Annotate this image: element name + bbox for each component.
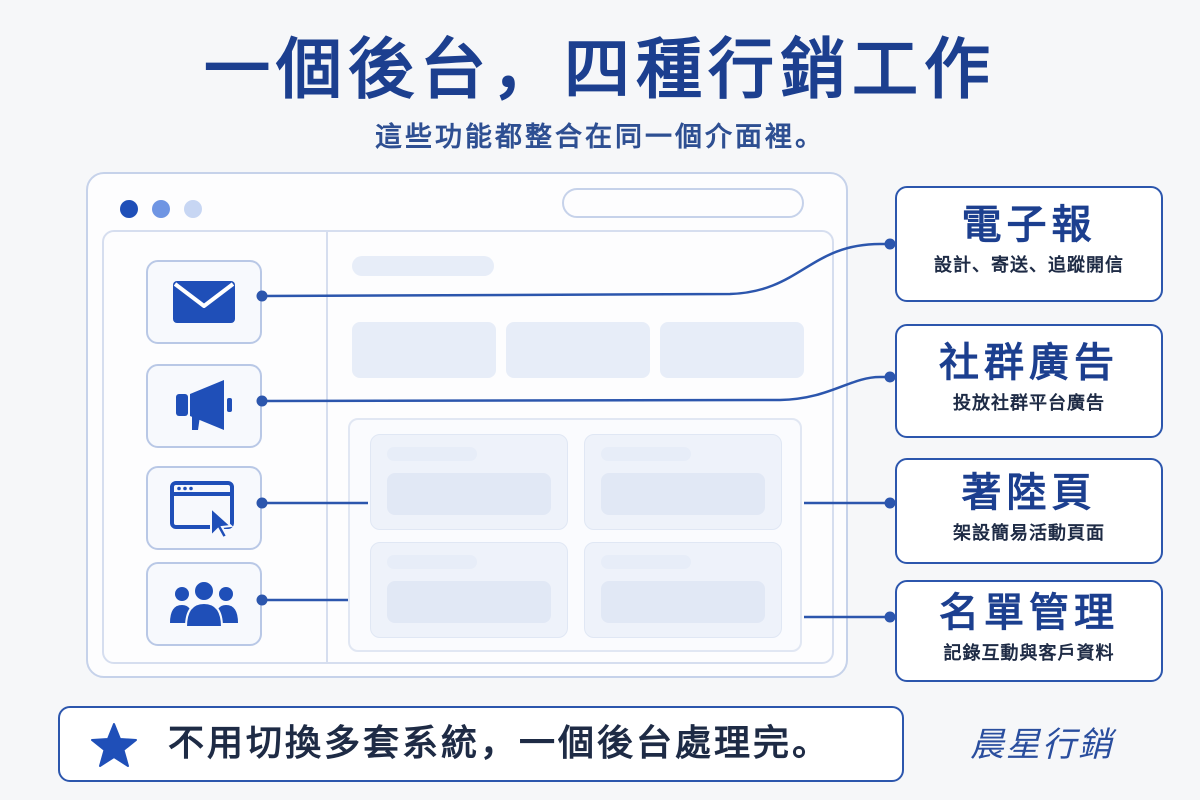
tagline-banner: 不用切換多套系統，一個後台處理完。	[58, 706, 904, 782]
feature-callout-landing-page: 著陸頁 架設簡易活動頁面	[895, 458, 1163, 564]
placeholder-stat-card	[352, 322, 496, 378]
sidebar-tile-contacts	[146, 562, 262, 646]
feature-title: 名單管理	[939, 590, 1119, 636]
placeholder-stat-card	[660, 322, 804, 378]
sidebar-tile-landing-page	[146, 466, 262, 550]
envelope-icon	[173, 281, 235, 323]
page-title: 一個後台，四種行銷工作	[204, 31, 996, 108]
feature-callout-social-ads: 社群廣告 投放社群平台廣告	[895, 324, 1163, 438]
feature-title: 社群廣告	[939, 340, 1119, 386]
feature-title: 電子報	[961, 202, 1097, 248]
sidebar-tile-social-ads	[146, 364, 262, 448]
feature-desc: 架設簡易活動頁面	[953, 523, 1105, 544]
feature-title: 著陸頁	[961, 470, 1097, 516]
window-dot-red	[120, 200, 138, 218]
page-subtitle: 這些功能都整合在同一個介面裡。	[375, 122, 825, 153]
feature-callout-contacts: 名單管理 記錄互動與客戶資料	[895, 580, 1163, 682]
users-icon	[170, 580, 238, 628]
connector-dot	[884, 497, 896, 509]
placeholder-content-area	[348, 418, 802, 652]
star-icon	[91, 723, 137, 767]
placeholder-card	[370, 434, 568, 530]
placeholder-card	[584, 542, 782, 638]
sidebar-tile-newsletter	[146, 260, 262, 344]
brand-signature: 晨星行銷	[970, 725, 1114, 765]
placeholder-stat-card	[506, 322, 650, 378]
placeholder-card	[370, 542, 568, 638]
placeholder-card	[584, 434, 782, 530]
sidebar-divider	[326, 232, 328, 662]
feature-desc: 記錄互動與客戶資料	[943, 643, 1115, 664]
placeholder-heading	[352, 256, 494, 276]
browser-cursor-icon	[170, 481, 234, 538]
window-dot-yellow	[152, 200, 170, 218]
feature-desc: 設計、寄送、追蹤開信	[934, 255, 1124, 276]
connector-dot	[884, 611, 896, 623]
tagline-text: 不用切換多套系統，一個後台處理完。	[168, 723, 832, 764]
megaphone-icon	[176, 380, 232, 430]
connector-dot	[884, 238, 896, 250]
feature-callout-newsletter: 電子報 設計、寄送、追蹤開信	[895, 186, 1163, 302]
feature-desc: 投放社群平台廣告	[953, 393, 1105, 414]
window-dot-green	[184, 200, 202, 218]
connector-dot	[884, 371, 896, 383]
address-bar	[562, 188, 804, 218]
